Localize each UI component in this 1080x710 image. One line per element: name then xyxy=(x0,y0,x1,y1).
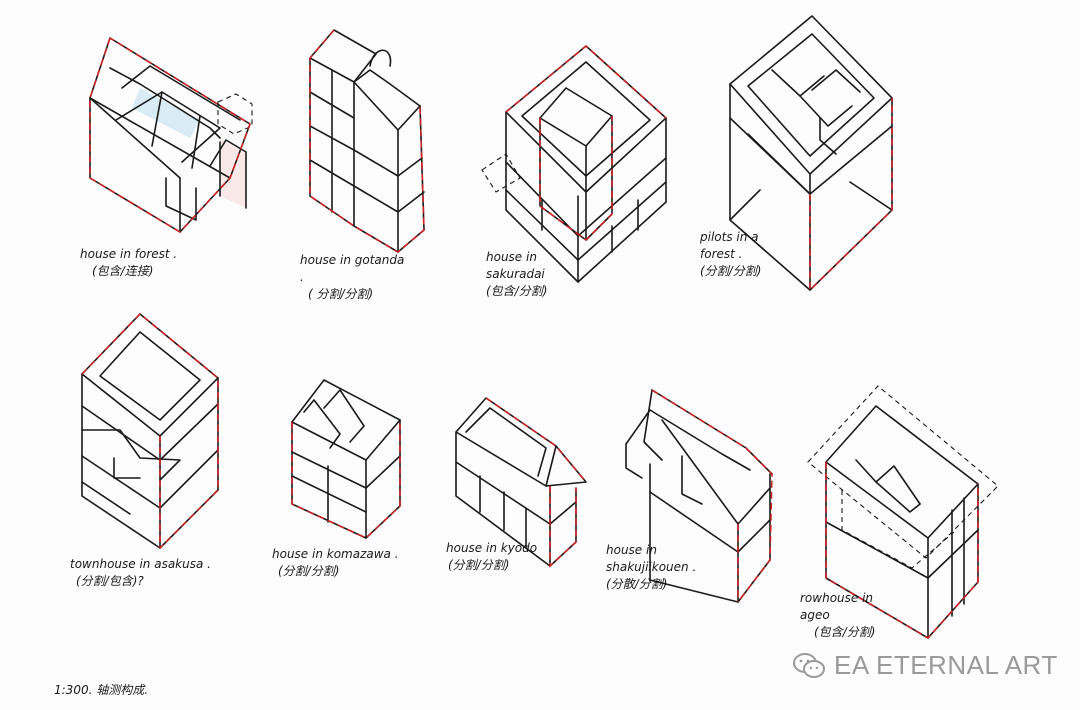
drawing-note: (包含/分割) xyxy=(814,625,876,639)
label-townhouse-in-asakusa: townhouse in asakusa . (分割/包含)? xyxy=(70,556,211,590)
axonometric-townhouse-in-asakusa xyxy=(81,312,219,549)
drawing-note: (包含/连接) xyxy=(92,264,154,278)
drawing-name: house in gotanda . xyxy=(300,253,405,284)
axonometric-house-in-shakujiikouen xyxy=(625,389,773,603)
label-house-in-komazawa: house in komazawa . (分割/分割) xyxy=(272,546,399,580)
scale-note: 1:300. 轴测构成. xyxy=(54,683,149,697)
axonometric-house-in-komazawa xyxy=(291,379,401,539)
wechat-icon xyxy=(793,652,825,678)
drawing-name: house in kyodo xyxy=(446,541,538,555)
label-house-in-gotanda: house in gotanda . ( 分割/分割) xyxy=(300,252,410,303)
drawing-name: rowhouse in ageo xyxy=(800,591,874,622)
axonometric-house-in-forest xyxy=(89,37,253,233)
axonometric-pilotis-in-a-forest xyxy=(729,15,893,292)
drawing-name: house in shakujiikouen . xyxy=(606,543,697,574)
drawing-note: (分割/分割) xyxy=(700,264,762,278)
drawing-note: (分割/分割) xyxy=(278,564,340,578)
drawing-name: townhouse in asakusa . xyxy=(70,557,211,571)
drawing-note: ( 分割/分割) xyxy=(308,287,374,301)
drawing-note: (分割/分割) xyxy=(448,558,510,572)
label-rowhouse-in-ageo: rowhouse in ageo (包含/分割) xyxy=(800,590,880,641)
label-pilotis-in-a-forest: pilots in a forest . (分割/分割) xyxy=(700,229,780,280)
watermark: EA ETERNAL ART xyxy=(792,650,1058,681)
drawing-name: house in forest . xyxy=(80,247,178,261)
label-house-in-kyodo: house in kyodo (分割/分割) xyxy=(446,540,537,574)
label-house-in-forest: house in forest . (包含/连接) xyxy=(80,246,177,280)
label-house-in-sakuradai: house in sakuradai (包含/分割) xyxy=(486,249,586,300)
drawing-note: (分散/分割) xyxy=(606,577,668,591)
drawing-name: pilots in a forest . xyxy=(700,230,759,261)
axonometric-rowhouse-in-ageo xyxy=(807,385,999,639)
drawing-note: (分割/包含)? xyxy=(76,574,144,588)
axonometric-house-in-gotanda xyxy=(309,29,425,253)
drawing-name: house in sakuradai xyxy=(486,250,545,281)
drawing-name: house in komazawa . xyxy=(272,547,399,561)
label-house-in-shakujiikouen: house in shakujiikouen . (分散/分割) xyxy=(606,542,698,593)
axonometric-house-in-kyodo xyxy=(455,397,587,568)
axonometric-house-in-sakuradai xyxy=(481,45,667,283)
drawing-note: (包含/分割) xyxy=(486,284,548,298)
watermark-text: EA ETERNAL ART xyxy=(834,650,1058,680)
